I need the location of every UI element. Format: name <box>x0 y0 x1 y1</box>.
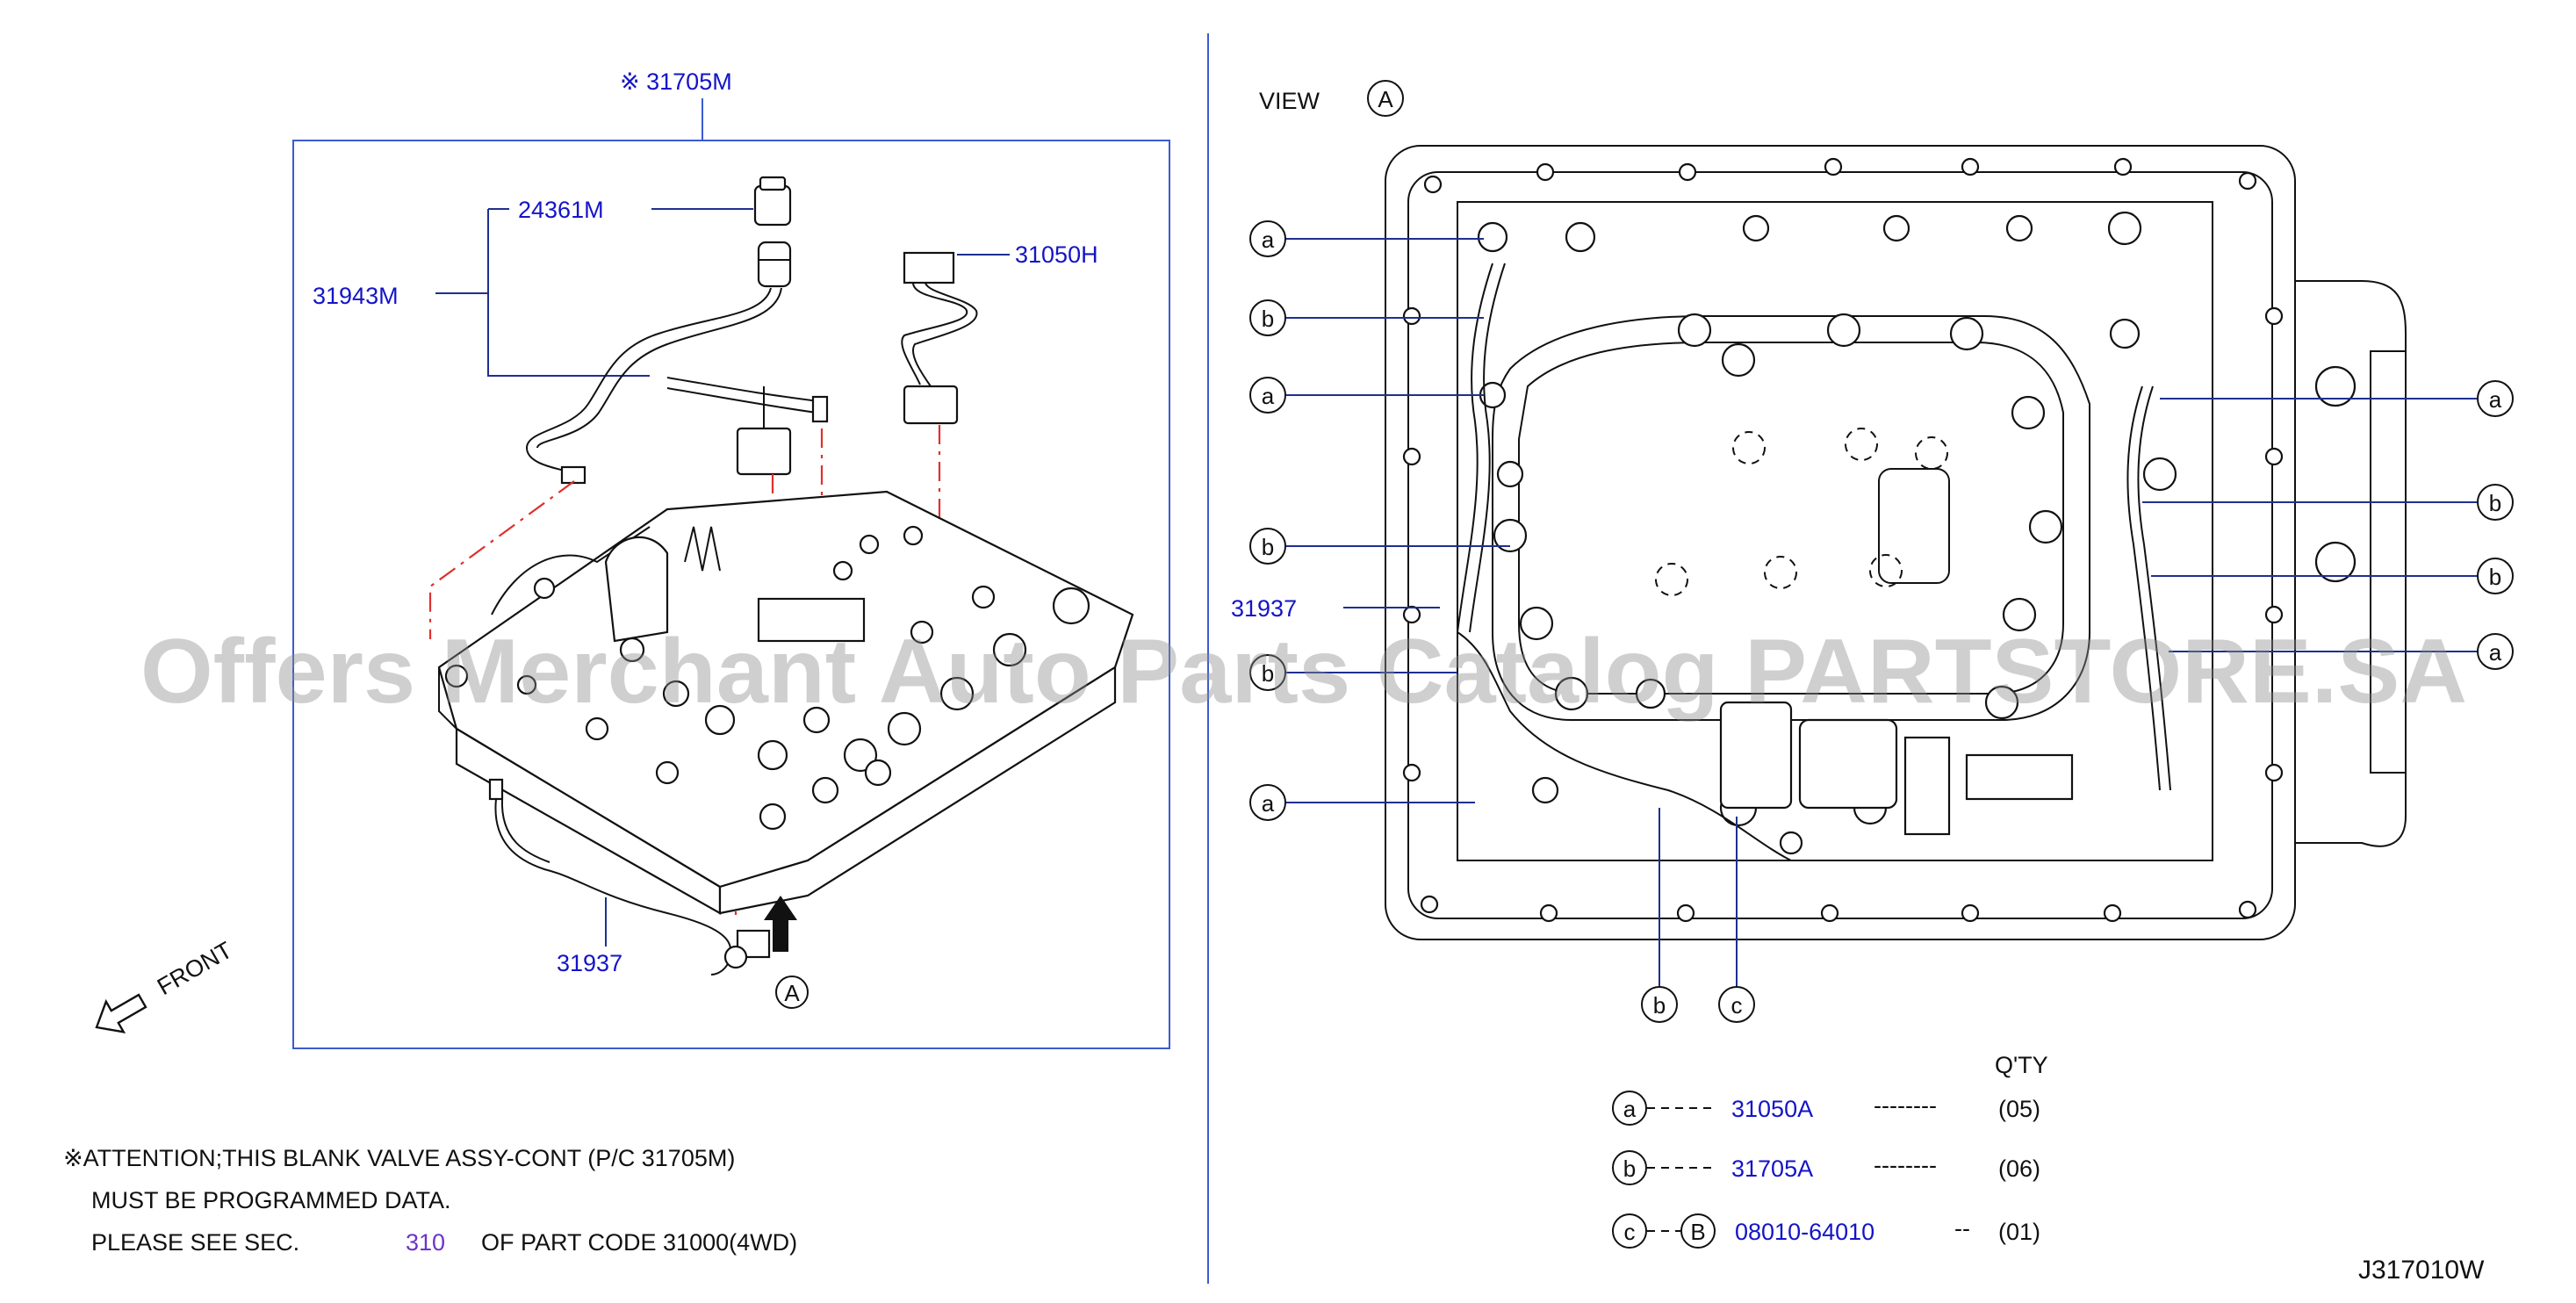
dashed-recesses <box>1655 428 1948 596</box>
svg-text:b: b <box>1262 660 1274 687</box>
svg-text:c: c <box>1731 992 1743 1019</box>
part-31050H-label[interactable]: 31050H <box>1015 241 1098 268</box>
valve-plate-view <box>1457 201 2213 861</box>
note-line-3a: PLEASE SEE SEC. <box>91 1229 299 1256</box>
legend-qty-b: (06) <box>1998 1155 2040 1182</box>
part-31943M-label[interactable]: 31943M <box>313 283 399 309</box>
note-line-2: MUST BE PROGRAMMED DATA. <box>91 1187 451 1213</box>
svg-text:b: b <box>1623 1155 1636 1182</box>
front-label: FRONT <box>153 937 237 1000</box>
legend-code-a: 31050A <box>1731 1096 1813 1122</box>
note-line-3b: OF PART CODE 31000(4WD) <box>481 1229 797 1256</box>
legend-code-c: 08010-64010 <box>1735 1219 1874 1245</box>
callout-left-2[interactable]: b <box>1249 299 1286 336</box>
control-valve-body <box>437 490 1134 915</box>
right-panel: VIEW A <box>1231 80 2514 1023</box>
svg-text:a: a <box>1262 383 1275 409</box>
harness-31050H <box>901 251 978 425</box>
separator-gasket <box>1492 315 2090 721</box>
svg-text:b: b <box>2489 564 2501 590</box>
svg-text:b: b <box>2489 490 2501 516</box>
note-section-link[interactable]: 310 <box>406 1229 445 1256</box>
legend-row-a[interactable]: a 31050A -------- (05) <box>1612 1091 2040 1126</box>
solenoid-cluster <box>1457 631 2074 861</box>
callout-right-2[interactable]: b <box>2477 484 2514 521</box>
assy-label[interactable]: ※ 31705M <box>620 68 732 95</box>
svg-text:a: a <box>1262 790 1275 817</box>
part-31937-label-right[interactable]: 31937 <box>1231 595 1297 622</box>
watermark: Offers Merchant Auto Parts Catalog PARTS… <box>140 621 2467 723</box>
callout-right-3[interactable]: b <box>2477 558 2514 594</box>
diagram-code: J317010W <box>2358 1256 2485 1285</box>
legend-leader-b: -------- <box>1874 1152 1937 1178</box>
svg-text:A: A <box>784 980 800 1006</box>
note-line-1: ※ATTENTION;THIS BLANK VALVE ASSY-CONT (P… <box>63 1145 735 1171</box>
bolt-marker <box>1680 1213 1716 1249</box>
pan-bolts <box>1402 157 2284 923</box>
callout-left-3[interactable]: a <box>1249 377 1286 414</box>
svg-text:a: a <box>2489 639 2502 666</box>
part-31937-label-left[interactable]: 31937 <box>557 950 622 976</box>
connector-24361M <box>753 176 792 288</box>
right-callouts <box>2142 398 2478 652</box>
callout-bottom-c[interactable]: c <box>1718 986 1755 1023</box>
attention-notes: ※ATTENTION;THIS BLANK VALVE ASSY-CONT (P… <box>63 1145 797 1256</box>
callout-left-4[interactable]: b <box>1249 528 1286 565</box>
legend-table: Q'TY a 31050A -------- (05) b 31705A ---… <box>1612 1052 2048 1249</box>
bracket-31943M <box>487 209 650 377</box>
view-a-circle-left[interactable] <box>775 975 809 1009</box>
oil-pan-outline <box>1385 145 2296 940</box>
callout-left-1[interactable]: a <box>1249 220 1286 257</box>
legend-leader-a: -------- <box>1874 1092 1937 1119</box>
svg-text:B: B <box>1690 1219 1705 1245</box>
left-harness <box>1457 263 1493 633</box>
front-arrow-icon <box>95 993 148 1033</box>
part-24361M-label[interactable]: 24361M <box>518 197 604 223</box>
svg-text:A: A <box>1378 86 1393 112</box>
legend-code-b: 31705A <box>1731 1155 1813 1182</box>
view-arrow <box>764 896 797 952</box>
callout-bottom-b[interactable]: b <box>1641 986 1678 1023</box>
svg-text:b: b <box>1262 306 1274 332</box>
legend-qty-c: (01) <box>1998 1219 2040 1245</box>
svg-text:b: b <box>1653 992 1666 1019</box>
legend-row-c[interactable]: c B 08010-64010 -- (01) <box>1612 1213 2040 1249</box>
svg-text:a: a <box>2489 386 2502 413</box>
sensor-harness-31937 <box>488 778 771 975</box>
assembly-frame <box>292 140 1170 1049</box>
svg-text:a: a <box>1623 1096 1637 1122</box>
view-a-circle-right[interactable] <box>1367 80 1404 117</box>
callout-left-6[interactable]: a <box>1249 784 1286 821</box>
valve-bosses <box>444 525 1090 831</box>
legend-qty-a: (05) <box>1998 1096 2040 1122</box>
plate-bosses <box>1477 211 2357 855</box>
legend-header: Q'TY <box>1995 1052 2048 1078</box>
svg-text:a: a <box>1262 227 1275 253</box>
callout-right-4[interactable]: a <box>2477 633 2514 670</box>
view-title: VIEW <box>1259 88 1320 114</box>
legend-row-b[interactable]: b 31705A -------- (06) <box>1612 1150 2040 1185</box>
left-panel: ※ 31705M 24361M 31943M 31050H <box>95 68 1170 1049</box>
right-harness <box>2126 385 2161 791</box>
callout-left-5[interactable]: b <box>1249 654 1286 691</box>
legend-leader-c: -- <box>1954 1215 1970 1242</box>
callout-right-1[interactable]: a <box>2477 380 2514 417</box>
svg-text:b: b <box>1262 534 1274 560</box>
wire-harness-31943M <box>525 287 829 485</box>
left-callouts <box>1284 238 1510 803</box>
svg-text:c: c <box>1624 1219 1636 1245</box>
